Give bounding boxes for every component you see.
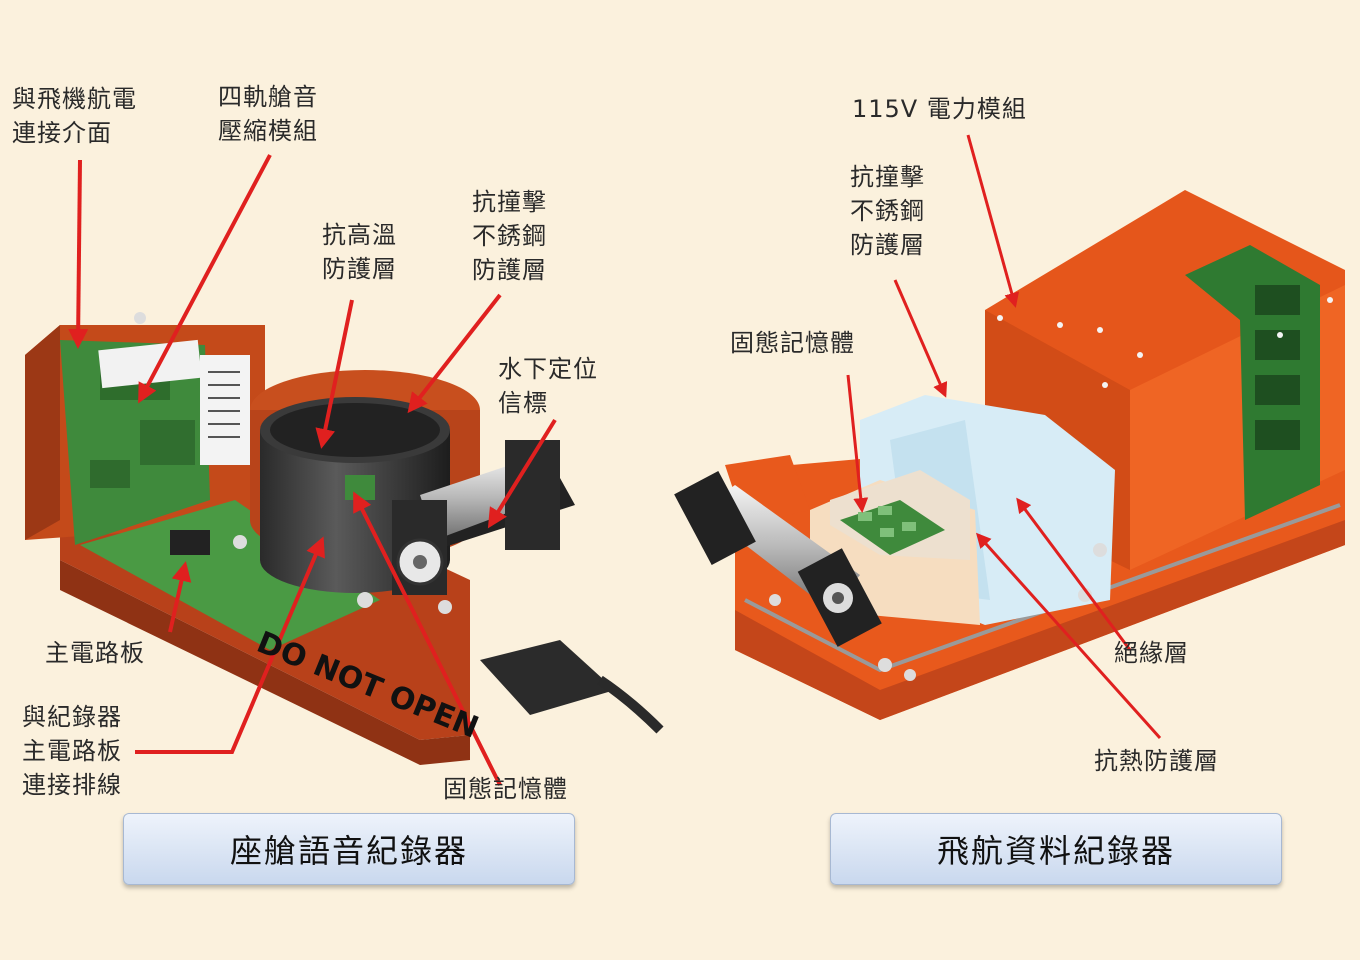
label-underwater-beacon: 水下定位 信標 [498,355,598,417]
label-ssd-right: 固態記憶體 [730,329,855,357]
label-high-temp-shield: 抗高溫 防護層 [322,221,397,283]
caption-fdr: 飛航資料紀錄器 [830,813,1282,885]
cvr-pointers [68,154,557,786]
label-heat-shield: 抗熱防護層 [1094,747,1219,775]
label-aircraft-interface: 與飛機航電 連接介面 [12,85,137,147]
fdr-device [674,190,1345,720]
fdr-pointers [846,134,1162,740]
label-crash-steel-right: 抗撞擊 不銹鋼 防護層 [850,163,925,259]
caption-cvr: 座艙語音紀錄器 [123,813,575,885]
label-insulation: 絕緣層 [1114,639,1189,667]
label-audio-compression: 四軌艙音 壓縮模組 [218,83,318,145]
label-ribbon-cable: 與紀錄器 主電路板 連接排線 [22,703,122,799]
label-crash-steel-left: 抗撞擊 不銹鋼 防護層 [472,188,547,284]
label-ssd-left: 固態記憶體 [443,775,568,803]
label-main-board: 主電路板 [45,639,145,667]
label-power-module: 115V 電力模組 [852,95,1027,123]
cvr-device [25,312,664,765]
